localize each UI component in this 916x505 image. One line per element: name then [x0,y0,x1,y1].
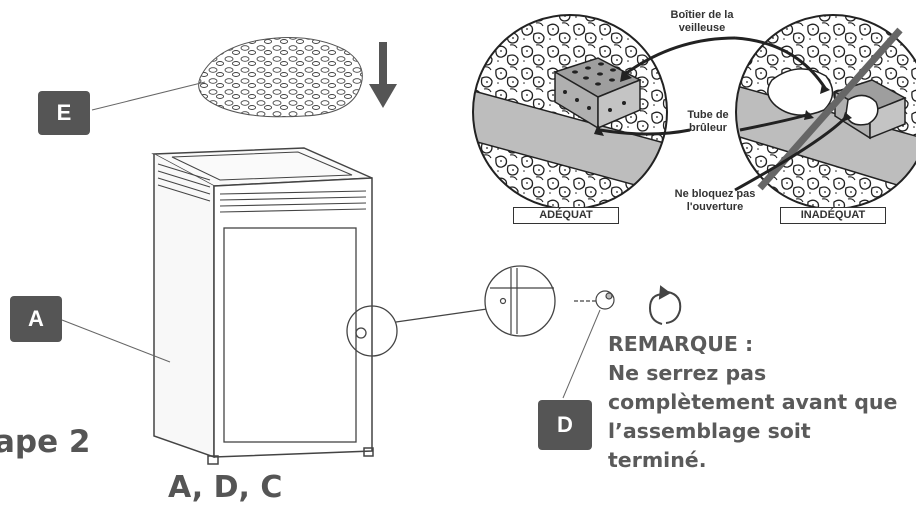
callout-arrows [599,36,849,192]
callout-no-block: Ne bloquez pas l'ouverture [674,188,756,213]
status-adequate: ADÉQUAT [513,207,619,224]
arrow-heads [594,70,852,136]
step-parts: A, D, C [168,470,283,505]
knob-detail [490,268,615,334]
leader-d [562,309,601,399]
leader-e [91,81,206,111]
note-title: REMARQUE : [608,332,754,356]
callout-pilot-housing: Boîtier de la veilleuse [670,9,734,34]
heater-cabinet [151,147,374,465]
part-label-a: A [10,296,62,342]
rotate-icon [648,285,682,325]
part-label-d: D [538,400,592,450]
part-label-e: E [38,91,90,135]
adequate-detail [473,15,667,209]
assembly-diagram [61,14,916,465]
note-body: Ne serrez pas complètement avant que l’a… [608,361,898,472]
callout-burner-tube: Tube de brûleur [687,109,729,134]
status-inadequate: INADÉQUAT [780,207,886,224]
lava-rock-pile [198,37,363,118]
leader-a [61,319,171,363]
knob-zoom-circle [346,305,398,357]
zoom-line [395,308,488,323]
knob-detail-circle [484,265,556,337]
down-arrow-icon [369,42,397,108]
step-heading: ape 2 [0,424,91,460]
assembly-note: REMARQUE : Ne serrez pas complètement av… [608,330,908,475]
